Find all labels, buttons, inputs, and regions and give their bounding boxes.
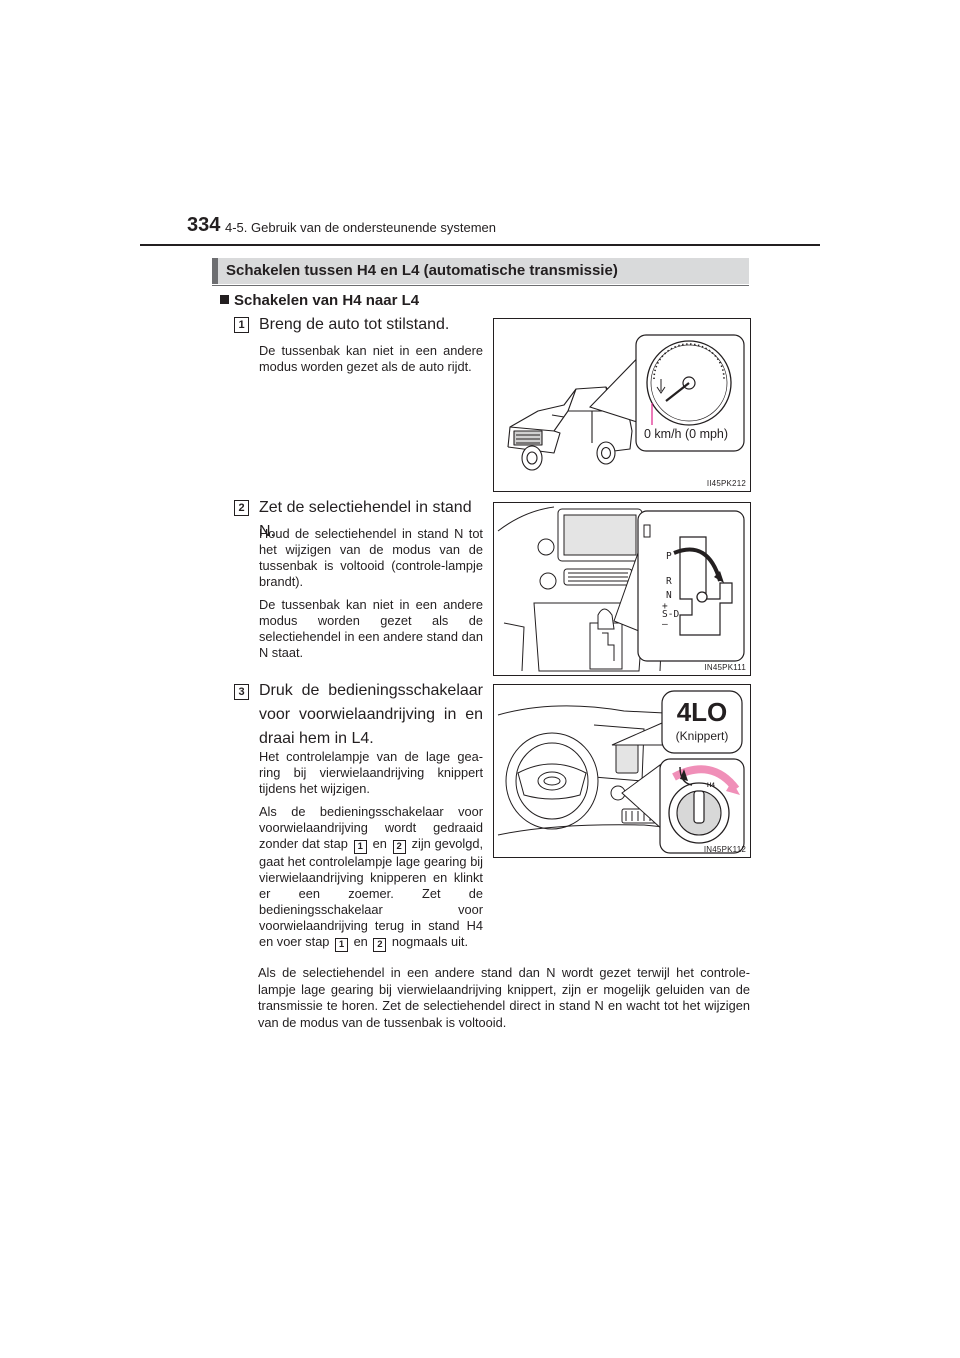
- transmission-note: Als de selectiehendel in een andere stan…: [258, 965, 750, 1030]
- gate-label-r: R: [666, 575, 672, 587]
- pickup-speedometer-illustration: [507, 334, 745, 471]
- indicator-4lo: 4LO: [676, 697, 728, 727]
- step-2-title: Zet de selectiehendel in stand N.: [259, 499, 472, 540]
- step-3-text: Als de bedieningsschakelaar voor voorwie…: [259, 804, 483, 851]
- figure-4wd-switch: 4LO (Knippert) H4 IN45PK112: [493, 684, 751, 858]
- step-3-text: en: [353, 934, 368, 949]
- square-bullet-icon: [220, 295, 229, 304]
- section-divider: [212, 285, 749, 286]
- step-3-number: 3: [234, 684, 249, 700]
- step-ref-box: 2: [392, 840, 406, 854]
- dial-label-h4: H4: [707, 783, 715, 789]
- section-title-bar: Schakelen tussen H4 en L4 (automatische …: [212, 258, 749, 284]
- step-2-paragraph: Houd de selectiehendel in stand N tot he…: [259, 526, 483, 589]
- step-1-title: Breng de auto tot stilstand.: [259, 316, 450, 333]
- gate-label-sd: S-D: [662, 609, 680, 620]
- figure-id: IN45PK112: [703, 845, 746, 854]
- step-1-body: De tussenbak kan niet in een andere modu…: [259, 343, 483, 382]
- sub-heading-text: Schakelen van H4 naar L4: [234, 292, 420, 309]
- gate-label-minus: –: [662, 618, 668, 630]
- gate-label-plus: +: [662, 600, 668, 612]
- gate-labels: P R N + S-D –: [662, 551, 679, 631]
- figure-shift-lever: P R N + S-D – IN45PK111: [493, 502, 751, 676]
- figure-vehicle-stopped: 0 km/h (0 mph) II45PK212: [493, 318, 751, 492]
- step-3-title: Druk de bedieningsschakelaar voor voorwi…: [259, 682, 483, 747]
- gate-label-n: N: [666, 590, 672, 601]
- page-number: 334: [187, 214, 221, 236]
- step-3-text: nogmaals uit.: [391, 934, 469, 949]
- indicator-note: (Knippert): [675, 729, 729, 743]
- section-accent: [212, 258, 218, 284]
- shift-lever-illustration: [497, 506, 745, 672]
- step-3-paragraph: Het controlelampje van de lage gea-ring …: [259, 749, 483, 796]
- step-2-paragraph: De tussenbak kan niet in een andere modu…: [259, 597, 483, 660]
- step-3-paragraph: Als de bedieningsschakelaar voor voorwie…: [259, 804, 483, 952]
- dashboard-switch-illustration: [497, 690, 745, 854]
- step-1-paragraph: De tussenbak kan niet in een andere modu…: [259, 343, 483, 374]
- step-ref-box: 1: [335, 938, 348, 952]
- step-3-text: en: [372, 836, 387, 851]
- step-1-number: 1: [234, 317, 249, 333]
- step-ref-box: 2: [373, 938, 387, 952]
- figure-id: II45PK212: [706, 479, 746, 488]
- chapter-title: 4-5. Gebruik van de ondersteunende syste…: [225, 220, 497, 235]
- header-divider: [140, 244, 820, 246]
- figure-id: IN45PK111: [704, 663, 746, 672]
- step-ref-box: 1: [353, 840, 367, 854]
- step-2-body: Houd de selectiehendel in stand N tot he…: [259, 526, 483, 668]
- sub-heading: Schakelen van H4 naar L4: [220, 292, 419, 309]
- section-title: Schakelen tussen H4 en L4 (automatische …: [226, 262, 618, 279]
- step-2-number: 2: [234, 500, 249, 516]
- gate-label-p: P: [666, 551, 672, 562]
- speed-callout-label: 0 km/h (0 mph): [644, 427, 729, 441]
- step-3-body: Het controlelampje van de lage gea-ring …: [259, 749, 483, 959]
- step-3-text: zijn gevolgd, gaat het controlelampje la…: [259, 836, 484, 949]
